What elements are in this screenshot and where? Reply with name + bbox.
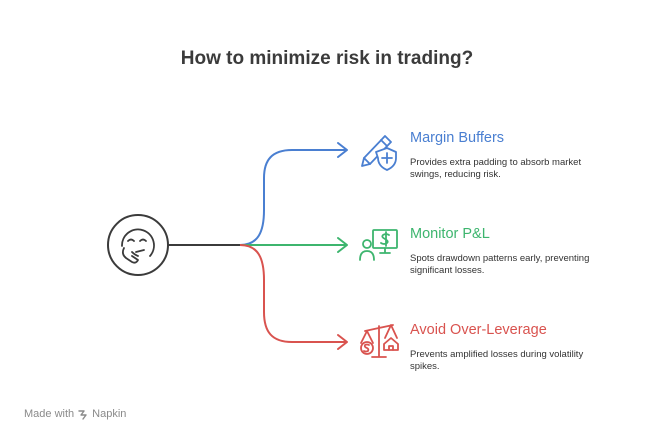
balance-scale-dollar-house-icon: [360, 324, 399, 358]
thinking-face-icon: [107, 214, 169, 276]
branch-heading-avoid-over-leverage: Avoid Over-Leverage: [410, 322, 547, 338]
footer-attribution: Made with Napkin: [24, 408, 126, 420]
arrowhead-avoid-over-leverage: [337, 334, 348, 350]
arrowhead-monitor-pl: [337, 237, 348, 253]
pencil-shield-icon: [361, 135, 397, 171]
napkin-brand-label: Napkin: [92, 408, 127, 420]
branch-connector-margin-buffers: [239, 149, 347, 246]
branch-connector-avoid-over-leverage: [239, 244, 347, 343]
branch-description-avoid-over-leverage: Prevents amplified losses during volatil…: [410, 349, 584, 372]
branch-description-monitor-pl: Spots drawdown patterns early, preventin…: [410, 253, 590, 276]
branch-heading-monitor-pl: Monitor P&L: [410, 226, 490, 242]
diagram-title: How to minimize risk in trading?: [180, 48, 474, 69]
branch-heading-margin-buffers: Margin Buffers: [410, 130, 505, 146]
person-monitor-dollar-icon: [359, 229, 398, 261]
arrowhead-margin-buffers: [337, 142, 348, 158]
napkin-logo-icon: [78, 409, 87, 420]
branch-description-margin-buffers: Provides extra padding to absorb market …: [410, 157, 582, 180]
footer-made-with: Made with: [24, 408, 75, 420]
napkin-brand[interactable]: Napkin: [78, 408, 126, 420]
